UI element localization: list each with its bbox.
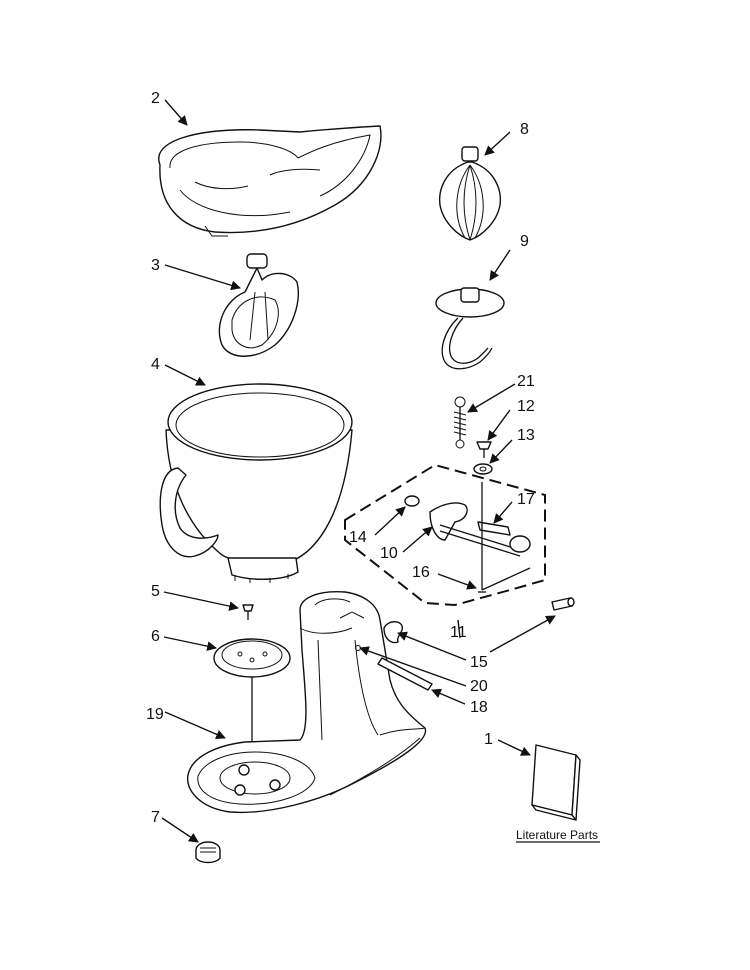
- callout-5: 5: [151, 583, 160, 600]
- callout-12: 12: [517, 398, 535, 415]
- part-12-screw[interactable]: [476, 441, 492, 458]
- part-15-clip[interactable]: [383, 621, 404, 644]
- callout-11: 11: [450, 624, 467, 641]
- callout-1: 1: [484, 731, 493, 748]
- part-11-hinge-pin-assembly[interactable]: [344, 463, 546, 607]
- callout-9: 9: [520, 233, 529, 250]
- part-7-foot[interactable]: [195, 841, 221, 864]
- callout-6: 6: [151, 628, 160, 645]
- part-13-washer[interactable]: [473, 463, 493, 475]
- callout-20: 20: [470, 678, 488, 695]
- literature-parts-text: Literature Parts: [516, 828, 598, 842]
- part-18-pin[interactable]: [377, 657, 433, 691]
- callout-4: 4: [151, 356, 160, 373]
- callout-14: 14: [349, 529, 367, 546]
- literature-parts-label: Literature Parts: [516, 828, 600, 843]
- part-9-dough-hook[interactable]: [435, 287, 505, 370]
- part-hinge-pin[interactable]: [551, 597, 575, 611]
- part-8-wire-whip[interactable]: [438, 146, 502, 241]
- callout-18: 18: [470, 699, 488, 716]
- callout-3: 3: [151, 257, 160, 274]
- leader-lines: [161, 99, 556, 843]
- part-3-flat-beater[interactable]: [218, 253, 299, 357]
- callout-10: 10: [380, 545, 398, 562]
- callout-19: 19: [146, 706, 164, 723]
- callout-15: 15: [470, 654, 488, 671]
- callout-13: 13: [517, 427, 535, 444]
- callout-21: 21: [517, 373, 535, 390]
- callout-16: 16: [412, 564, 430, 581]
- callout-8: 8: [520, 121, 529, 138]
- part-2-pouring-shield[interactable]: [158, 125, 382, 237]
- part-21-spring[interactable]: [453, 396, 467, 449]
- callout-2: 2: [151, 90, 160, 107]
- part-4-bowl[interactable]: [159, 383, 353, 583]
- callout-labels: 2 8 3 9 4 21 12 13 17 14 10 16 11 5 6 15…: [146, 90, 535, 826]
- part-5-screw[interactable]: [242, 604, 254, 620]
- part-1-literature[interactable]: [531, 744, 581, 821]
- callout-7: 7: [151, 809, 160, 826]
- callout-17: 17: [517, 491, 535, 508]
